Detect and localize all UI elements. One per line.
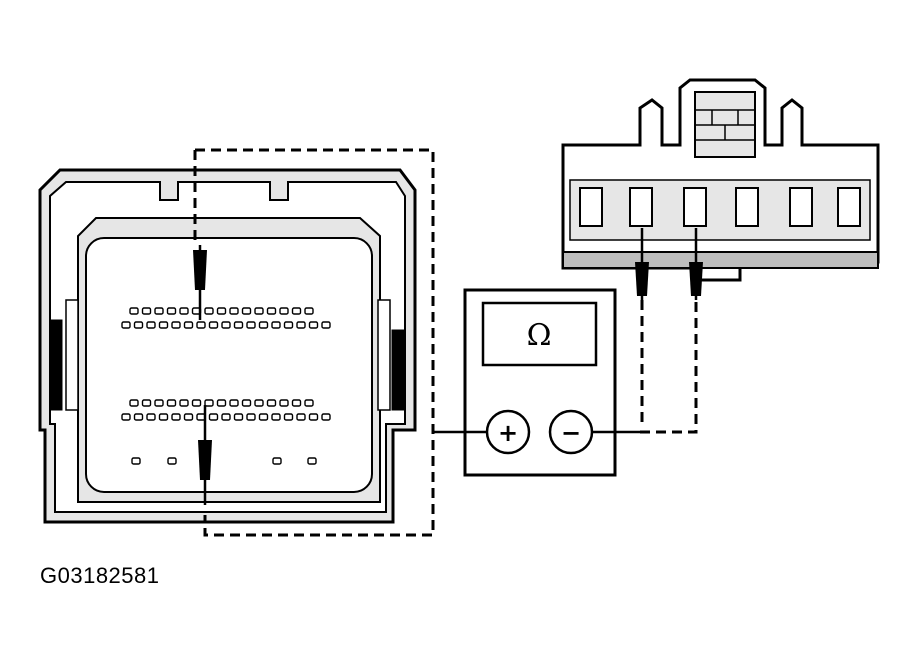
right-latch: [391, 329, 405, 411]
connector-pin: [272, 457, 282, 465]
connector-pin: [154, 399, 164, 407]
connector-pin: [271, 413, 281, 421]
connector-pin: [183, 321, 194, 329]
positive-symbol: +: [498, 419, 518, 447]
connector-pin: [129, 307, 139, 315]
connector-cavity: [629, 187, 653, 227]
connector-pin: [304, 307, 314, 315]
connector-pin: [204, 307, 214, 315]
connector-cavity: [735, 187, 759, 227]
connector-pin: [221, 321, 231, 329]
connector-pin: [141, 399, 152, 407]
connector-pin: [131, 457, 141, 465]
connector-pin: [233, 413, 244, 421]
connector-pin: [279, 307, 289, 315]
module-probe-upper: [193, 245, 207, 320]
figure-id: G03182581: [40, 563, 160, 588]
connector-cavity: [683, 187, 707, 227]
module-harness-dashed: [193, 148, 435, 537]
connector-pin: [241, 307, 252, 315]
ohmmeter-display: [481, 301, 598, 367]
connector-pin: [271, 321, 281, 329]
ohmmeter: Ω + −: [463, 288, 617, 477]
connector-pin: [196, 321, 206, 329]
connector-pin: [146, 413, 156, 421]
connector-cavity: [789, 187, 813, 227]
connector-pin: [229, 307, 239, 315]
connector-pin: [254, 307, 264, 315]
connector-pin: [321, 413, 331, 421]
connector-pin: [291, 399, 302, 407]
connector-pin: [216, 399, 227, 407]
connector-pin: [179, 307, 189, 315]
module-connector-pin-field: [85, 237, 373, 493]
harness-probe-right: [689, 228, 703, 300]
module-probe-lower: [198, 405, 212, 505]
left-latch: [49, 319, 63, 411]
connector-pin: [166, 399, 177, 407]
connector-pin: [246, 321, 256, 329]
connector-pin: [296, 321, 306, 329]
connector-pin: [291, 307, 302, 315]
harness-probe-left: [635, 228, 649, 300]
connector-pin: [158, 413, 169, 421]
connector-pin: [296, 413, 306, 421]
connector-pin: [171, 413, 181, 421]
connector-pin: [246, 413, 256, 421]
negative-lead-dashed: [640, 300, 698, 434]
connector-pin: [141, 307, 152, 315]
connector-pin: [283, 321, 294, 329]
connector-pin: [321, 321, 331, 329]
connector-pin: [216, 307, 227, 315]
connector-pin: [133, 321, 144, 329]
connector-pin: [208, 321, 219, 329]
connector-pin: [171, 321, 181, 329]
connector-pin: [208, 413, 219, 421]
connector-pin: [179, 399, 189, 407]
connector-pin: [307, 457, 317, 465]
connector-pin: [166, 307, 177, 315]
connector-pin: [167, 457, 177, 465]
connector-pin: [121, 321, 131, 329]
connector-pin: [266, 307, 277, 315]
negative-symbol: −: [561, 419, 581, 447]
connector-pin: [121, 413, 131, 421]
connector-pin: [258, 413, 269, 421]
connector-cavity: [579, 187, 603, 227]
ohm-symbol: Ω: [527, 318, 552, 353]
connector-pin: [258, 321, 269, 329]
connector-cavity: [837, 187, 861, 227]
connector-pin: [146, 321, 156, 329]
connector-pin: [221, 413, 231, 421]
harness-connector: [561, 78, 880, 282]
connector-pin: [266, 399, 277, 407]
connector-pin: [183, 413, 194, 421]
connector-pin: [233, 321, 244, 329]
connector-pin: [129, 399, 139, 407]
connector-pin: [241, 399, 252, 407]
connector-pin: [254, 399, 264, 407]
module-connector: [38, 168, 417, 524]
connector-pin: [158, 321, 169, 329]
connector-pin: [308, 321, 319, 329]
connector-pin: [304, 399, 314, 407]
connector-pin: [308, 413, 319, 421]
connector-pin: [279, 399, 289, 407]
connector-pin: [191, 399, 202, 407]
connector-pin: [154, 307, 164, 315]
connector-pin: [133, 413, 144, 421]
connector-pin: [229, 399, 239, 407]
connector-pin: [204, 399, 214, 407]
connector-pin: [283, 413, 294, 421]
